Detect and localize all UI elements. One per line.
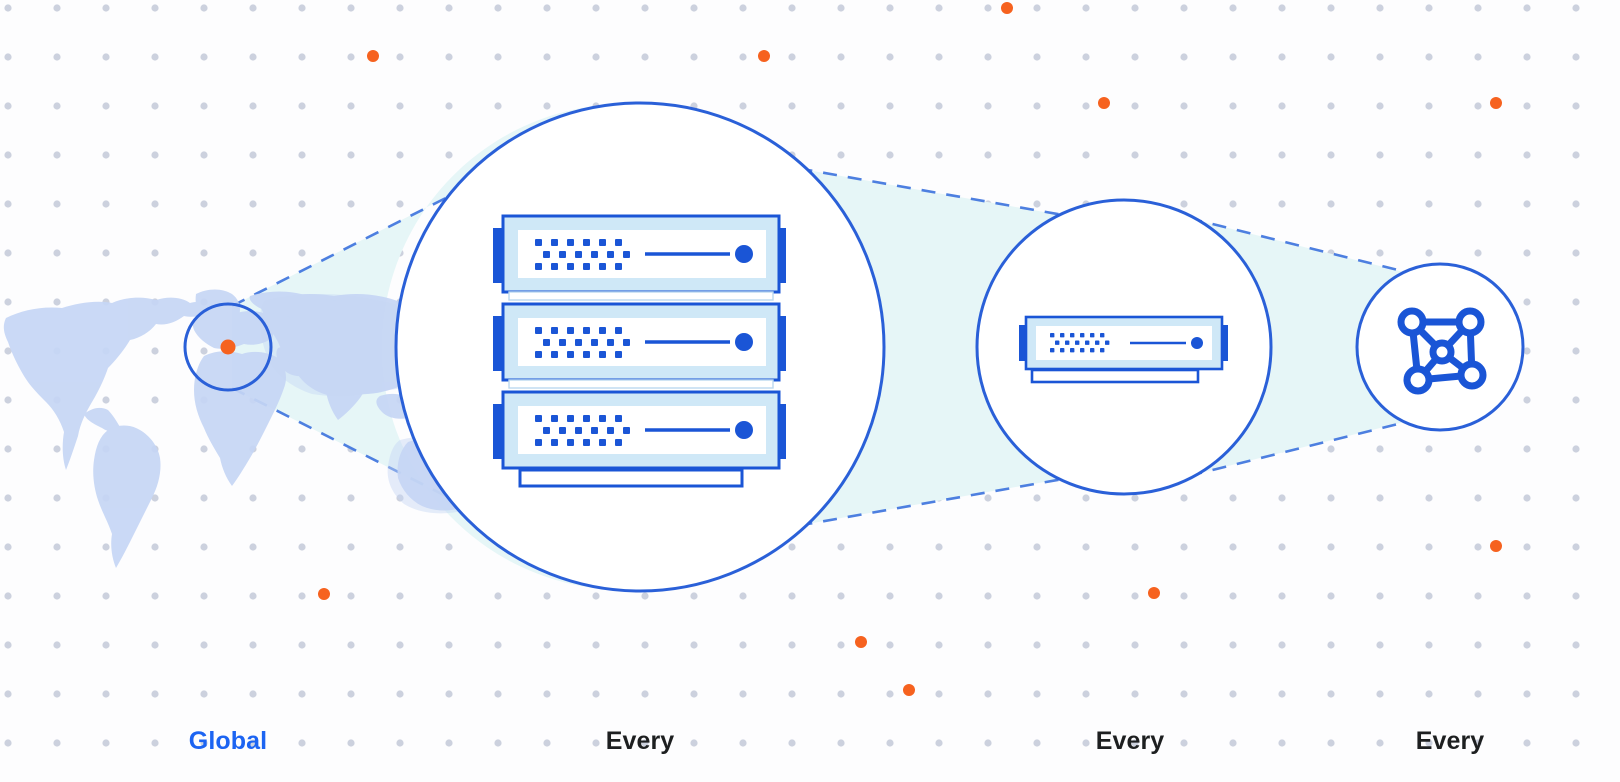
network-graph-nodes <box>1397 307 1487 395</box>
label-every-service: Every service <box>1350 666 1550 782</box>
rack-unit <box>493 214 786 294</box>
server-unit-icon <box>1019 315 1228 371</box>
server-rack-icon <box>493 214 786 470</box>
global-network-highlight[interactable] <box>183 302 273 392</box>
label-every-server-line1: Every <box>1095 727 1165 755</box>
location-marker-dot <box>220 339 236 355</box>
every-service-node[interactable] <box>1355 262 1525 432</box>
server-base <box>1030 368 1200 384</box>
rack-base <box>518 468 744 488</box>
label-every-service-line1: Every <box>1415 727 1485 755</box>
every-server-node[interactable] <box>975 198 1273 496</box>
label-every-data-center: Every data center <box>540 666 740 782</box>
accent-dots <box>318 2 1502 696</box>
funnel-datacenter-to-server <box>699 149 1081 545</box>
label-every-server: Every server <box>1030 666 1230 782</box>
label-every-data-center-line1: Every <box>605 727 675 755</box>
funnel-server-to-service <box>1163 210 1407 484</box>
every-data-center-node[interactable] <box>394 101 886 593</box>
rack-unit <box>493 302 786 382</box>
rack-unit <box>493 390 786 470</box>
label-global-network-line1: Global <box>188 727 268 755</box>
label-global-network: Global network <box>128 666 328 782</box>
